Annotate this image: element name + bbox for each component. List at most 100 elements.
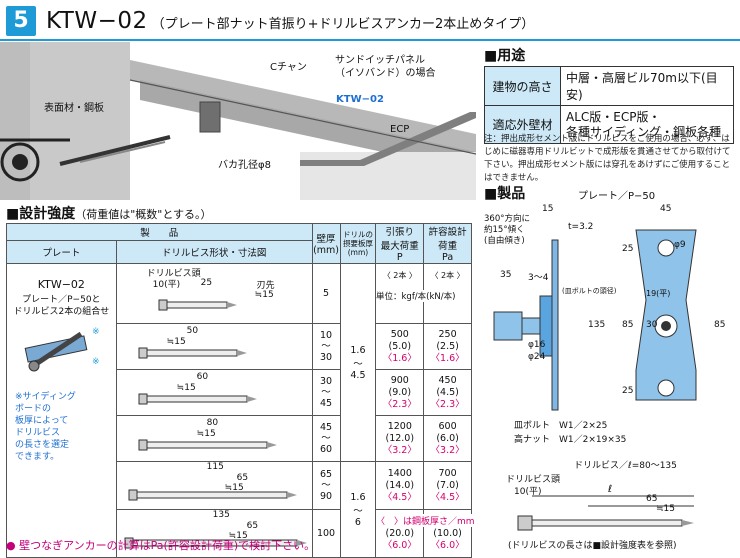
- title-subtitle: （プレート部ナット首振り+ドリルビスアンカー2本止めタイプ）: [151, 17, 535, 32]
- screw-length: 60: [196, 372, 209, 382]
- label-ecp: ECP: [390, 124, 410, 135]
- usage-table: 建物の高さ 中層・高層ビル70m以下(目安) 適応外壁材 ALC版・ECP版・ …: [484, 66, 734, 144]
- screw-drawing-115: 115 65 ≒15: [115, 461, 313, 510]
- thickness-cell: 10 〜 30: [311, 323, 341, 370]
- strength-heading-main: ■設計強度: [6, 206, 76, 222]
- header-screw: ドリルビス形状・寸法図: [115, 240, 313, 264]
- usage-label: 適応外壁材: [484, 105, 561, 144]
- screw-sub: ≒15: [166, 337, 186, 347]
- pull-cell: 1200(12.0)〈3.2〉: [375, 415, 425, 462]
- drill-screw-icon: [138, 393, 258, 405]
- screw-drawing-50: 50 ≒15: [115, 323, 313, 370]
- screw-sub: 65: [236, 473, 249, 483]
- drill-head-label: ドリルビス頭: [506, 475, 561, 485]
- dim-19: 19(平): [646, 289, 671, 298]
- screw-drawing-25: ドリルビス頭 10(平) 25 刃先 ≒15: [115, 263, 313, 324]
- dim-135: 135: [588, 320, 606, 330]
- pull-count-label: 〈 2本 〉: [382, 271, 417, 280]
- usage-row: 建物の高さ 中層・高層ビル70m以下(目安): [484, 66, 734, 106]
- thickness-cell: 30 〜 45: [311, 369, 341, 416]
- plate-hole-note: (皿ボルトの頭径): [562, 287, 617, 295]
- legend-label: 〈 〉は鋼板厚さ／mm: [376, 514, 475, 527]
- header-pull: 引張り 最大荷重 P: [375, 223, 425, 264]
- screw-length: 135: [212, 510, 230, 520]
- header-plate: プレート: [6, 240, 117, 264]
- screw-sub: ≒15: [196, 429, 216, 439]
- label-sandwich-panel: サンドイッチパネル （イソバンド）の場合: [335, 55, 436, 79]
- installation-illustration: [0, 42, 477, 200]
- dim-85b: 85: [714, 320, 726, 330]
- dim-phi16: φ16: [528, 340, 546, 350]
- dim-25b: 25: [622, 386, 634, 396]
- dim-45: 45: [660, 204, 672, 214]
- dim-phi24: φ24: [528, 352, 546, 362]
- screw-length: 115: [206, 462, 224, 472]
- screw-length: 25: [200, 278, 213, 288]
- allow-cell: 450(4.5)〈2.3〉: [423, 369, 472, 416]
- title-main: KTW−02: [46, 8, 148, 34]
- plate-label: プレート／P−50: [578, 191, 656, 202]
- usage-value: ALC版・ECP版・ 各種サイディング・鋼板各種: [560, 105, 734, 144]
- pull-cell: 1400(14.0)〈4.5〉: [375, 461, 425, 510]
- strength-heading: ■設計強度（荷重値は"概数"とする。）: [6, 203, 212, 223]
- label-product: KTW−02: [336, 94, 384, 105]
- section-number-badge: 5: [6, 6, 36, 36]
- footer-note: ● 壁つなぎアンカーの計算はPa(許容設計荷重)で検討下さい。: [6, 539, 316, 552]
- usage-label: 建物の高さ: [484, 66, 561, 106]
- svg-text:※: ※: [92, 357, 100, 367]
- dim-phi9: φ9: [674, 240, 686, 250]
- pull-cell: 500(5.0)〈1.6〉: [375, 323, 425, 370]
- allow-cell: 600(6.0)〈3.2〉: [423, 415, 472, 462]
- strength-heading-sub: （荷重値は"概数"とする。）: [75, 208, 212, 221]
- dim-t: t=3.2: [568, 222, 594, 232]
- allow-cell: 250(2.5)〈1.6〉: [423, 323, 472, 370]
- plate-desc: プレート／P−50と ドリルビス2本の組合せ: [13, 295, 110, 317]
- steel-cell: 1.6 〜 4.5: [339, 263, 377, 462]
- screw-length: 50: [186, 326, 199, 336]
- installation-photo: Cチャン サンドイッチパネル （イソバンド）の場合 表面材・鋼板 KTW−02 …: [0, 42, 477, 200]
- strength-table: 製 品 壁厚 (mm) ドリルの 摂要板厚 (mm) 引張り 最大荷重 P 許容…: [6, 222, 472, 558]
- drill-head-size: 10(平): [514, 487, 542, 497]
- usage-heading: ■用途: [484, 48, 526, 64]
- dim-85a: 85: [622, 320, 634, 330]
- header-product: 製 品: [6, 222, 313, 242]
- header-thickness: 壁厚 (mm): [311, 223, 341, 264]
- tip-size: ≒15: [254, 290, 274, 300]
- dim-15b: ≒15: [656, 504, 676, 514]
- dim-25a: 25: [622, 244, 634, 254]
- screw-sub2: ≒15: [224, 483, 244, 493]
- page-title: KTW−02 （プレート部ナット首振り+ドリルビスアンカー2本止めタイプ）: [46, 6, 534, 36]
- head-label: ドリルビス頭: [146, 269, 201, 279]
- anchor-icon: ※ ※: [24, 327, 100, 372]
- usage-value: 中層・高層ビル70m以下(目安): [560, 66, 734, 106]
- screw-sub: ≒15: [176, 383, 196, 393]
- head-size: 10(平): [152, 280, 181, 290]
- plate-drawing: [493, 229, 697, 531]
- dim-35: 35: [500, 270, 512, 280]
- label-c-channel: Cチャン: [270, 62, 307, 73]
- screw-drawing-80: 80 ≒15: [115, 415, 313, 462]
- pull-cell: 900(9.0)〈2.3〉: [375, 369, 425, 416]
- plate-name: KTW−02: [37, 278, 85, 291]
- screw-drawing-60: 60 ≒15: [115, 369, 313, 416]
- drill-screw-icon: [128, 489, 298, 501]
- plate-note: ※サイディング ボードの 板厚によって ドリルビス の長さを選定 できます。: [15, 392, 76, 462]
- drill-screw-icon: [138, 439, 278, 451]
- thickness-cell: 65 〜 90: [311, 461, 341, 510]
- screw-length: 80: [206, 418, 219, 428]
- label-surface: 表面材・鋼板: [44, 103, 104, 114]
- drill-screw-icon: [124, 537, 308, 549]
- svg-text:※: ※: [92, 327, 100, 337]
- screw-sub2: ≒15: [228, 531, 248, 541]
- swivel-note: 360°方向に 約15°傾く (自由傾き): [484, 214, 530, 246]
- product-diagram: 360°方向に 約15°傾く (自由傾き) 15 t=3.2 35 3〜4 φ1…: [478, 200, 740, 540]
- dim-30: 30: [646, 320, 658, 330]
- dim-15: 15: [542, 204, 554, 214]
- drill-screw-icon: [138, 347, 248, 359]
- drill-screw-icon: [158, 299, 238, 311]
- tip-label: 刃先: [256, 281, 275, 291]
- header-allow: 許容設計 荷重 Pa: [423, 223, 472, 264]
- usage-row: 適応外壁材 ALC版・ECP版・ 各種サイディング・鋼板各種: [484, 105, 734, 144]
- thickness-cell: 5: [311, 263, 341, 324]
- thickness-cell: 100: [311, 509, 341, 558]
